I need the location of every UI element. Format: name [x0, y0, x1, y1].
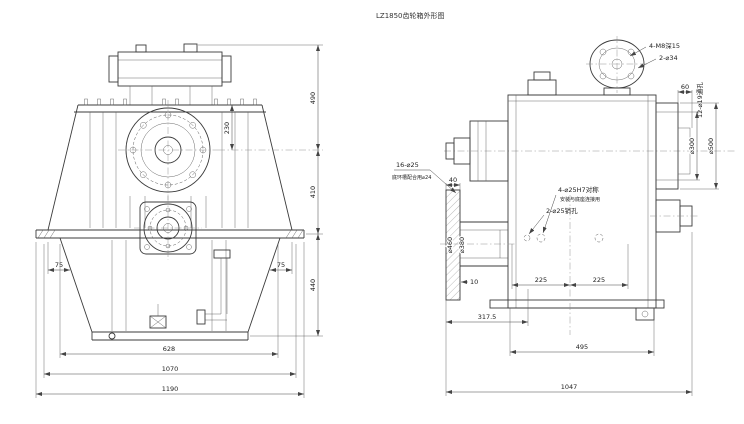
dim-490-label: 490 [309, 92, 317, 104]
drain-plug [108, 332, 116, 340]
drain-fitting [635, 307, 655, 321]
dim-410-label: 410 [309, 186, 317, 198]
dowel-hole-right [594, 233, 604, 243]
dim-40-label: 40 [449, 176, 457, 184]
flange-hatch [37, 229, 304, 239]
input-coupling [445, 120, 509, 182]
pto-flange [134, 196, 202, 260]
dim-440-label: 440 [309, 279, 317, 291]
dim-60-label: 60 [681, 83, 689, 91]
output-flange [650, 102, 700, 233]
front-view: 490 410 440 230 75 75 628 1070 1 [35, 43, 323, 398]
callout-dowel: 4-⌀25H7对称 [558, 185, 599, 194]
callout-pump-tap: 4-M8深15 [649, 41, 680, 50]
callout-pump-holes: 2-⌀34 [659, 54, 678, 62]
dim-495-label: 495 [576, 343, 588, 351]
oil-pipe [149, 249, 231, 329]
dim-75-right-label: 75 [277, 261, 285, 269]
side-view: 4-M8深15 2-⌀34 60 12-⌀19通孔 ⌀300 ⌀500 [392, 36, 736, 396]
front-dimensions: 490 410 440 230 75 75 628 1070 1 [35, 44, 323, 398]
dim-d460-label: ⌀460 [446, 237, 454, 253]
drawing-title: LZ1850齿轮箱外形图 [376, 11, 445, 20]
oil-cooler [108, 43, 232, 106]
dowel-hole-left [536, 233, 546, 243]
pin-hole [523, 234, 531, 242]
base-flange [489, 299, 665, 309]
dim-3175-label: 317.5 [478, 313, 497, 321]
callout-input-bolts-note: 底环槽配合用⌀24 [392, 174, 431, 181]
dim-10-label: 10 [470, 278, 478, 286]
dim-225b-label: 225 [593, 276, 605, 284]
dim-d380-label: ⌀380 [458, 237, 466, 253]
dim-628-label: 628 [163, 345, 175, 353]
callout-pin-holes: 2-⌀25销孔 [546, 206, 578, 215]
mounting-bracket [440, 189, 516, 301]
main-flange [118, 100, 218, 200]
pump-top-view [586, 36, 648, 96]
callout-flange-holes: 12-⌀19通孔 [695, 82, 704, 118]
callout-input-bolts: 16-⌀25 [396, 161, 419, 169]
dim-225a-label: 225 [535, 276, 547, 284]
housing-ribs [89, 112, 249, 228]
dim-d300-label: ⌀300 [688, 138, 696, 154]
dim-1070-label: 1070 [162, 365, 179, 373]
housing-lower [59, 237, 281, 341]
breather-filler [527, 71, 557, 96]
callout-dowel-note: 安装与底座连接用 [560, 196, 600, 203]
dim-1190-label: 1190 [162, 385, 179, 393]
dim-d500-label: ⌀500 [707, 138, 715, 154]
dim-230-label: 230 [223, 122, 231, 134]
dim-1047-label: 1047 [561, 383, 578, 391]
dim-75-left-label: 75 [55, 261, 63, 269]
top-bolt-row [84, 98, 257, 106]
mounting-flange [35, 229, 305, 239]
housing-upper [47, 98, 293, 231]
